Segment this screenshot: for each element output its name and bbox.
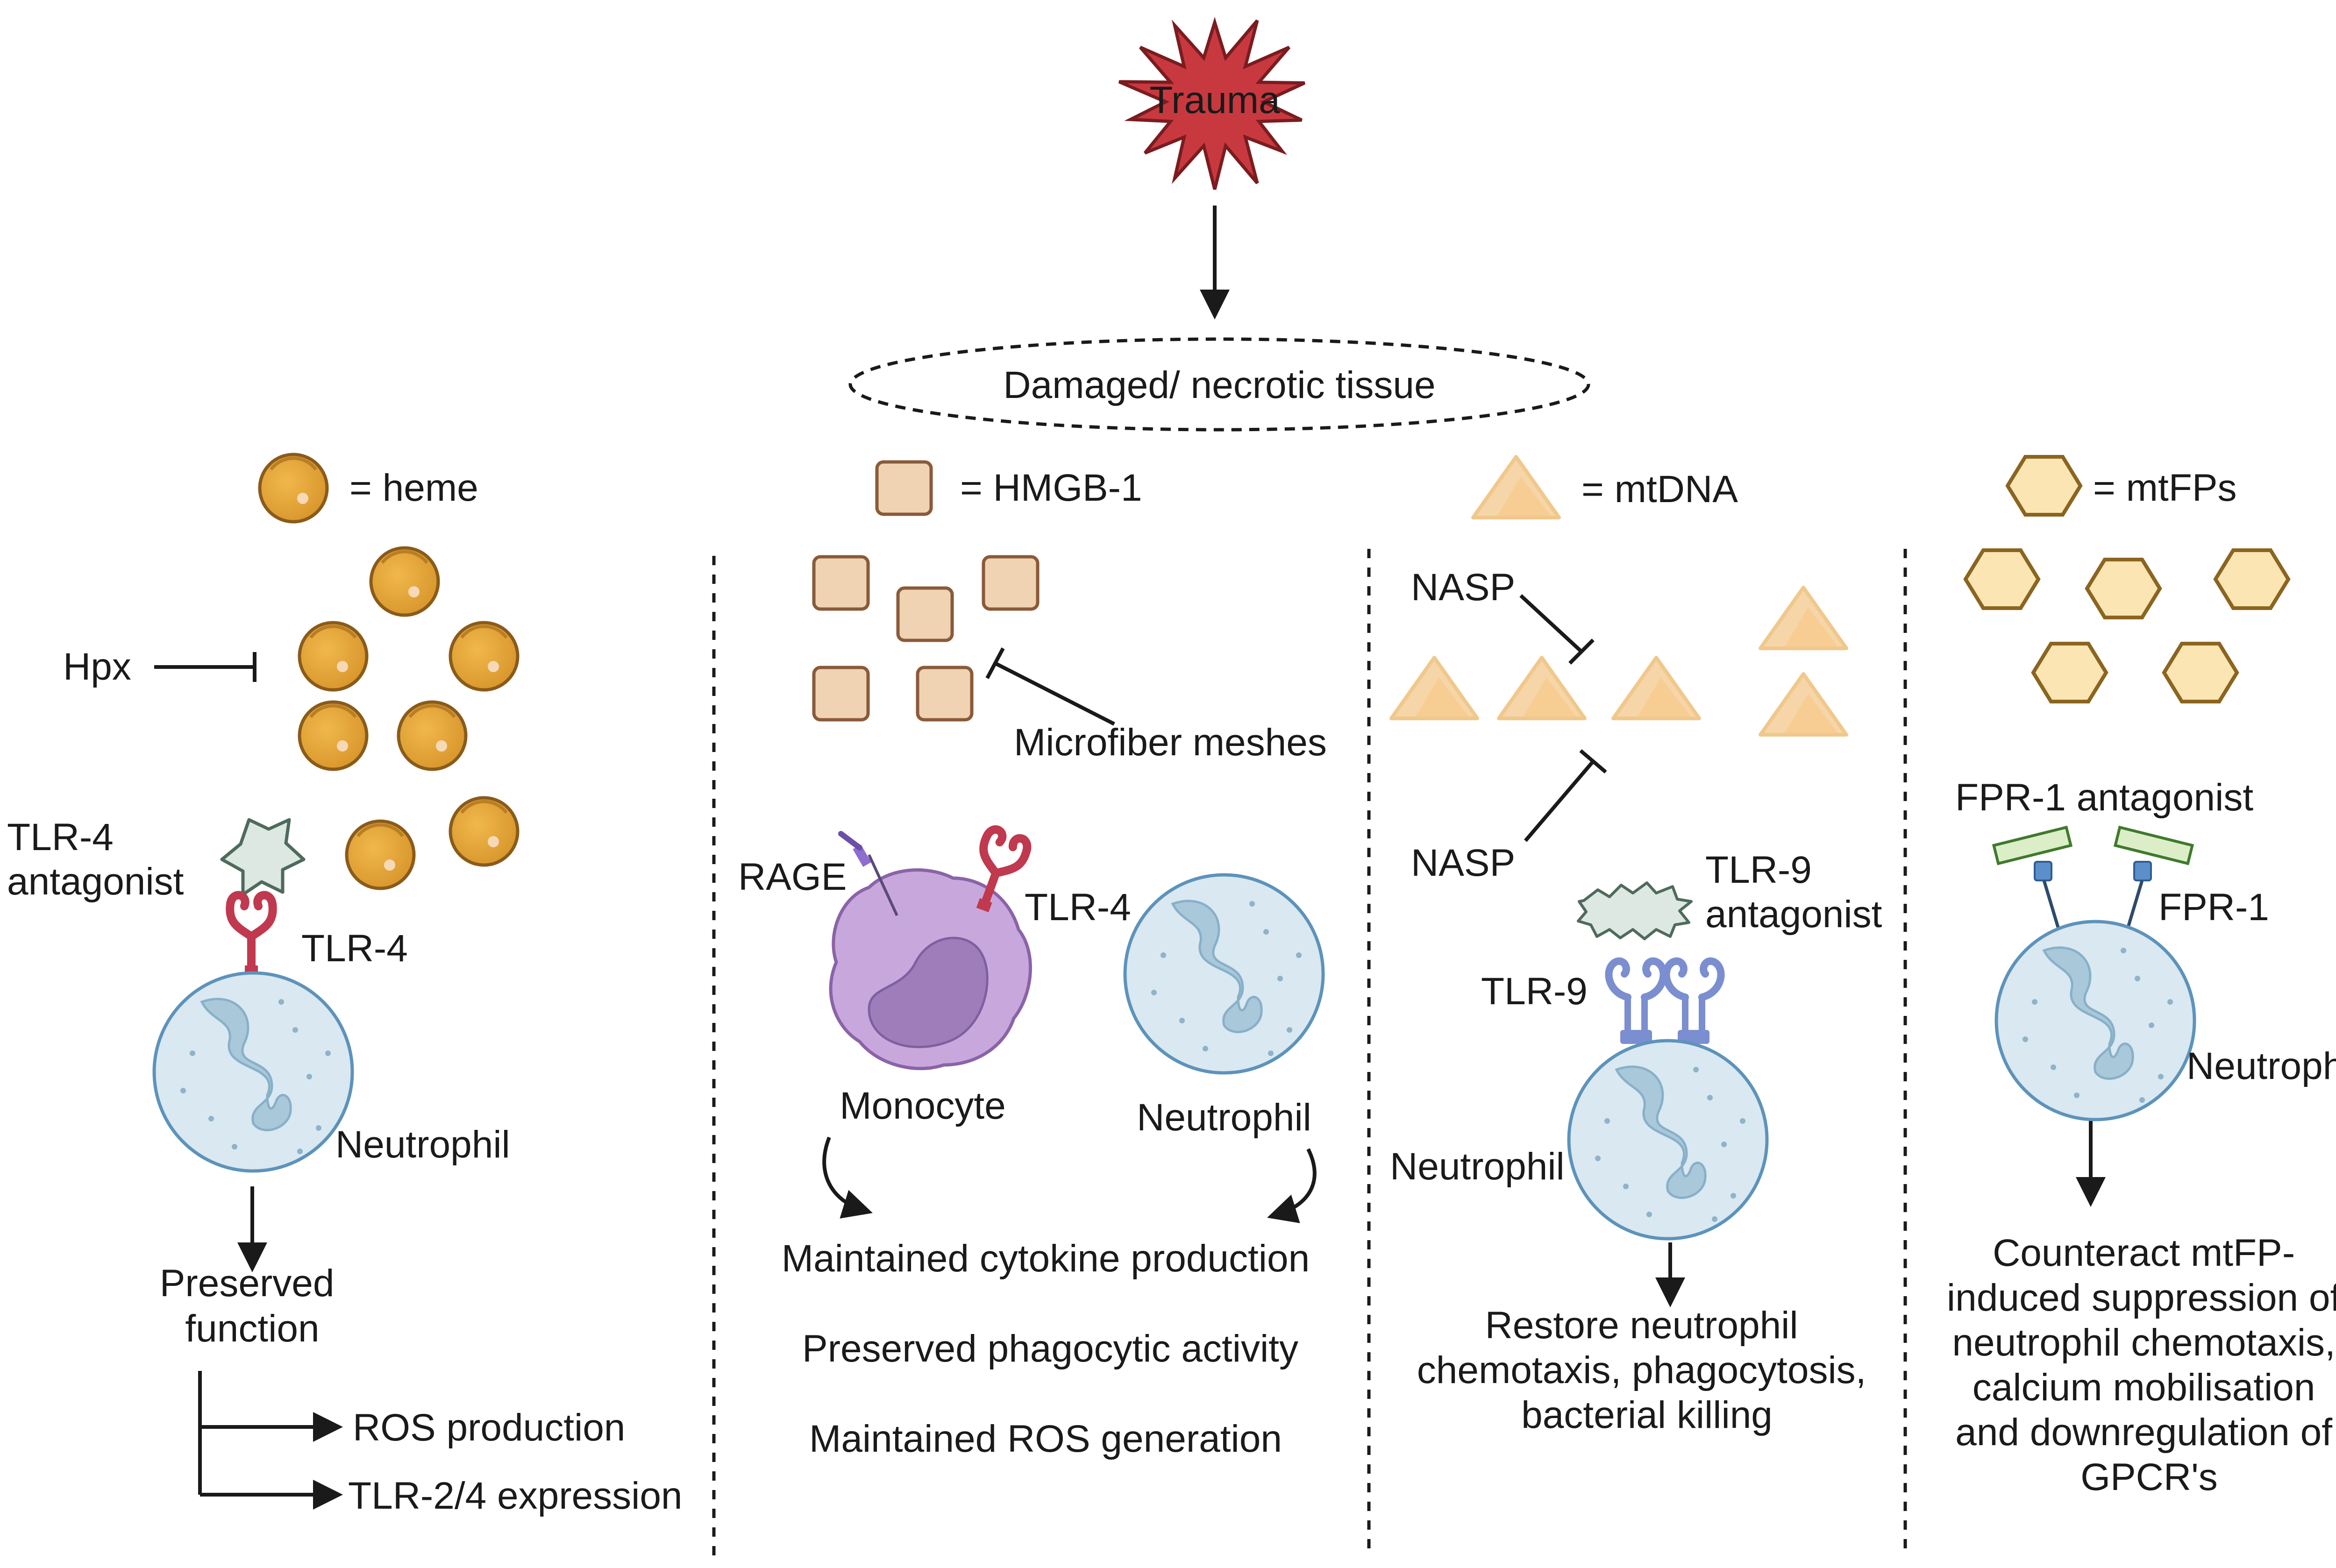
panel-mtfps: = mtFPs FPR-1 antagonist FPR-1 Neutrophi… [1947,457,2336,1498]
mtfp-legend-icon [2008,457,2080,515]
hmgb1-molecule [918,667,972,720]
tlr9-receptor-icon [1609,961,1663,1044]
heme-molecule [450,798,518,865]
hpx-inhibition [154,652,256,682]
mtdna-molecule [1613,658,1699,718]
mtfp-molecule [2087,560,2160,617]
heme-molecule [347,821,414,888]
tlr4-receptor-label: TLR-4 [301,927,408,970]
rage-label: RAGE [738,856,847,898]
monocyte-label: Monocyte [840,1085,1006,1127]
hmgb1-molecules [814,557,1038,720]
hmgb1-legend-icon [877,462,931,514]
fpr1-antagonist-label: FPR-1 antagonist [1955,776,2253,819]
hmgb1-molecule [814,667,868,720]
neutrophil-cell [1996,922,2194,1120]
heme-molecule [299,623,367,690]
outcome-ros: Maintained ROS generation [809,1418,1282,1460]
hmgb1-molecule [814,557,868,609]
fpr1-receptor-icon [2126,861,2152,928]
tlr9-antagonist-label: TLR-9 antagonist [1705,849,1882,936]
tlr-expression-label: TLR-2/4 expression [348,1475,683,1517]
nasp-label-bottom: NASP [1411,842,1515,884]
monocyte-outcome-arrow [822,1136,873,1219]
outcome-cytokine: Maintained cytokine production [782,1237,1310,1280]
mtfp-molecules [1966,550,2288,702]
neutrophil-cell [1125,875,1323,1073]
mtdna-molecules [1391,588,1846,735]
mtdna-molecule [1760,674,1846,735]
panel-mtdna: = mtDNA NASP NASP TLR-9 antagonist TLR-9… [1390,457,1882,1436]
microfiber-meshes-label: Microfiber meshes [1014,721,1327,764]
neutrophil-label: Neutrophil [2186,1045,2336,1087]
tissue-ellipse: Damaged/ necrotic tissue [848,337,1590,432]
tlr4-antagonist-star [220,818,306,896]
neutrophil-outcome-arrow [1267,1148,1317,1223]
microfiber-inhibition [985,647,1115,726]
mtfp-outcome-text: Counteract mtFP- induced suppression of … [1947,1232,2336,1498]
heme-molecules [299,548,518,888]
tlr9-receptor-label: TLR-9 [1481,970,1588,1013]
hmgb1-legend-label: = HMGB-1 [960,467,1142,509]
nasp-inhibition-top [1519,594,1595,665]
fpr1-receptor-icon [2034,861,2060,928]
outcome-phagocytic: Preserved phagocytic activity [802,1327,1298,1370]
outcome-branches [198,1371,343,1510]
rage-receptor-icon [838,831,898,916]
hmgb1-molecule [983,557,1038,609]
tlr4-antagonist-label: TLR-4 antagonist [7,816,184,903]
tissue-label: Damaged/ necrotic tissue [1003,364,1435,406]
mtfp-molecule [2033,644,2106,702]
monocyte-cell [829,868,1032,1071]
mtdna-legend-label: = mtDNA [1581,468,1738,511]
mtdna-legend-icon [1473,457,1559,518]
hpx-label: Hpx [63,646,131,688]
fpr1-receptor-label: FPR-1 [2158,886,2269,929]
nasp-inhibition-bottom [1524,749,1607,842]
heme-molecule [399,702,466,769]
mtfp-molecule [2215,550,2288,608]
trauma-label: Trauma [1149,79,1280,121]
mtfp-molecule [1966,550,2038,608]
heme-legend-icon [260,454,327,522]
tlr9-receptor-icon [1666,961,1721,1044]
mtdna-molecule [1499,658,1585,718]
neutrophil-cell [154,973,352,1171]
heme-molecule [299,702,367,769]
neutrophil-cell [1569,1041,1767,1239]
hmgb1-molecule [898,588,952,640]
neutrophil-label: Neutrophil [1390,1145,1565,1188]
mtdna-molecule [1760,588,1846,648]
tlr4-receptor-icon [230,895,273,976]
heme-molecule [371,548,438,615]
mtdna-molecule [1391,658,1477,718]
nasp-label-top: NASP [1411,566,1515,609]
neutrophil-label: Neutrophil [335,1123,510,1166]
ros-production-label: ROS production [353,1406,625,1449]
preserved-function-label: Preserved function [160,1262,345,1350]
fpr1-antagonist-bars [1992,825,2194,866]
heme-legend-label: = heme [349,467,478,509]
panel-heme: = heme Hpx TLR-4 antagonist TLR-4 Neutro… [7,454,683,1517]
mtfp-legend-label: = mtFPs [2093,467,2237,509]
tlr4-label: TLR-4 [1025,886,1131,929]
heme-molecule [450,623,518,690]
panel-hmgb1: = HMGB-1 Microfiber meshes RAGE TLR-4 Mo… [738,462,1327,1460]
mtfp-molecule [2164,644,2237,702]
trauma-burst: Trauma [1118,17,1305,190]
neutrophil-label: Neutrophil [1137,1096,1311,1139]
mtdna-outcome-text: Restore neutrophil chemotaxis, phagocyto… [1417,1304,1877,1436]
tlr9-antagonist-burst [1577,881,1693,940]
